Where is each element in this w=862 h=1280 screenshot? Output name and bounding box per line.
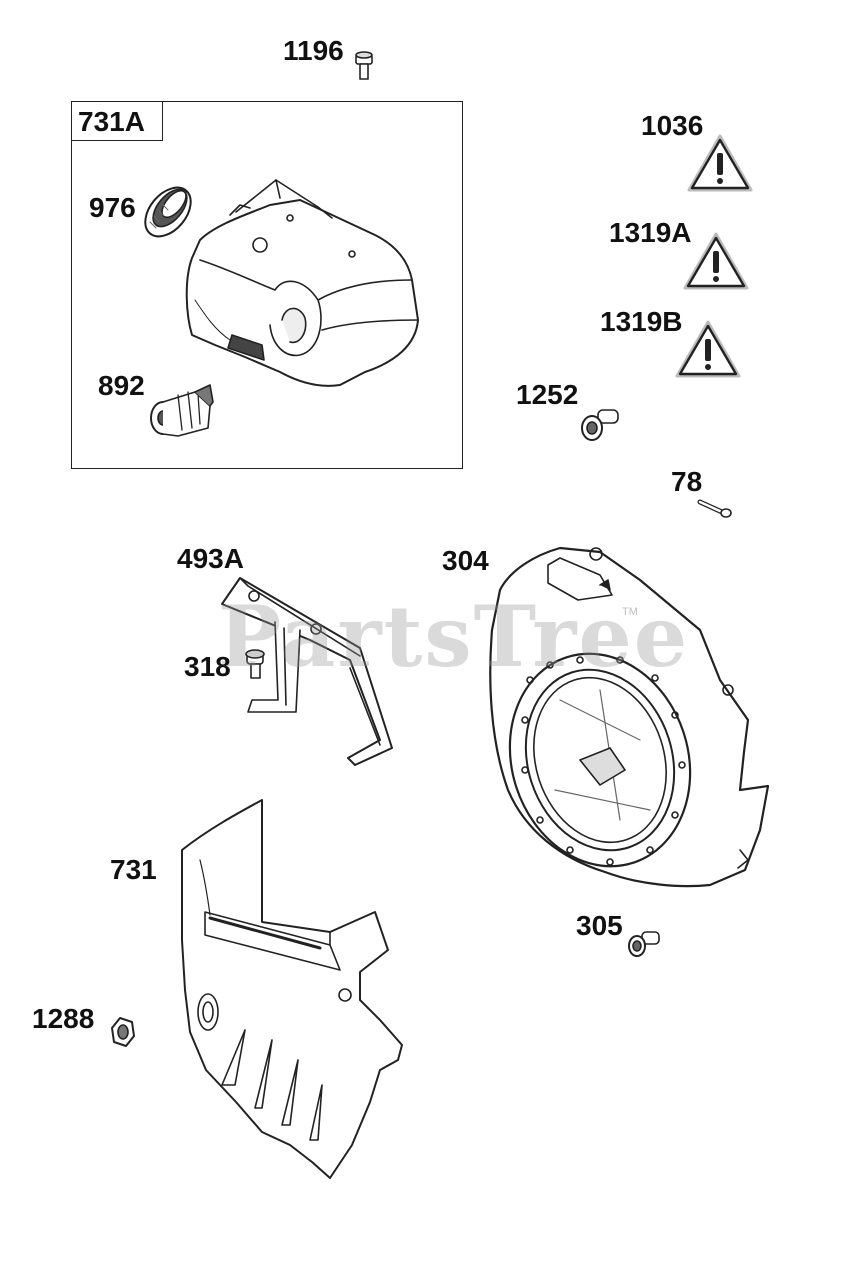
watermark: PartsTree xyxy=(218,587,690,686)
fuel-tank-housing-731A-icon[interactable] xyxy=(185,179,419,387)
callout-1319A[interactable]: 1319A xyxy=(609,217,692,248)
blower-housing-304-icon[interactable] xyxy=(483,546,770,890)
fuel-cap-892-icon[interactable] xyxy=(150,384,214,437)
callout-1319B[interactable]: 1319B xyxy=(600,306,683,337)
callout-318[interactable]: 318 xyxy=(184,651,231,682)
callout-892[interactable]: 892 xyxy=(98,370,145,401)
flange-bolt-305-icon[interactable] xyxy=(628,931,660,957)
callout-1036[interactable]: 1036 xyxy=(641,110,704,141)
callout-304[interactable]: 304 xyxy=(442,545,489,576)
warning-triangle-1319B-icon[interactable] xyxy=(675,320,741,378)
bolt-318-icon[interactable] xyxy=(245,649,265,679)
bracket-493A-icon[interactable] xyxy=(221,577,393,766)
kit-731A-tag xyxy=(71,101,163,141)
watermark-tm: TM xyxy=(622,606,638,618)
grommet-976-icon[interactable] xyxy=(136,179,200,245)
callout-976[interactable]: 976 xyxy=(89,192,136,223)
bolt-1196-icon[interactable] xyxy=(355,51,373,80)
nut-1288-icon[interactable] xyxy=(111,1017,135,1047)
warning-triangle-1036-icon[interactable] xyxy=(687,134,753,192)
callout-731[interactable]: 731 xyxy=(110,854,157,885)
callout-1252[interactable]: 1252 xyxy=(516,379,579,410)
screw-78-icon[interactable] xyxy=(697,499,732,518)
callout-493A[interactable]: 493A xyxy=(177,543,244,574)
callout-1196[interactable]: 1196 xyxy=(283,35,344,66)
callout-731A[interactable]: 731A xyxy=(78,106,145,137)
callout-305[interactable]: 305 xyxy=(576,910,623,941)
callout-78[interactable]: 78 xyxy=(671,466,703,497)
shroud-731-icon[interactable] xyxy=(181,799,403,1179)
warning-triangle-1319A-icon[interactable] xyxy=(683,232,749,290)
kit-731A-box xyxy=(71,101,463,469)
flange-bolt-1252-icon[interactable] xyxy=(581,409,619,441)
callout-1288[interactable]: 1288 xyxy=(32,1003,95,1034)
